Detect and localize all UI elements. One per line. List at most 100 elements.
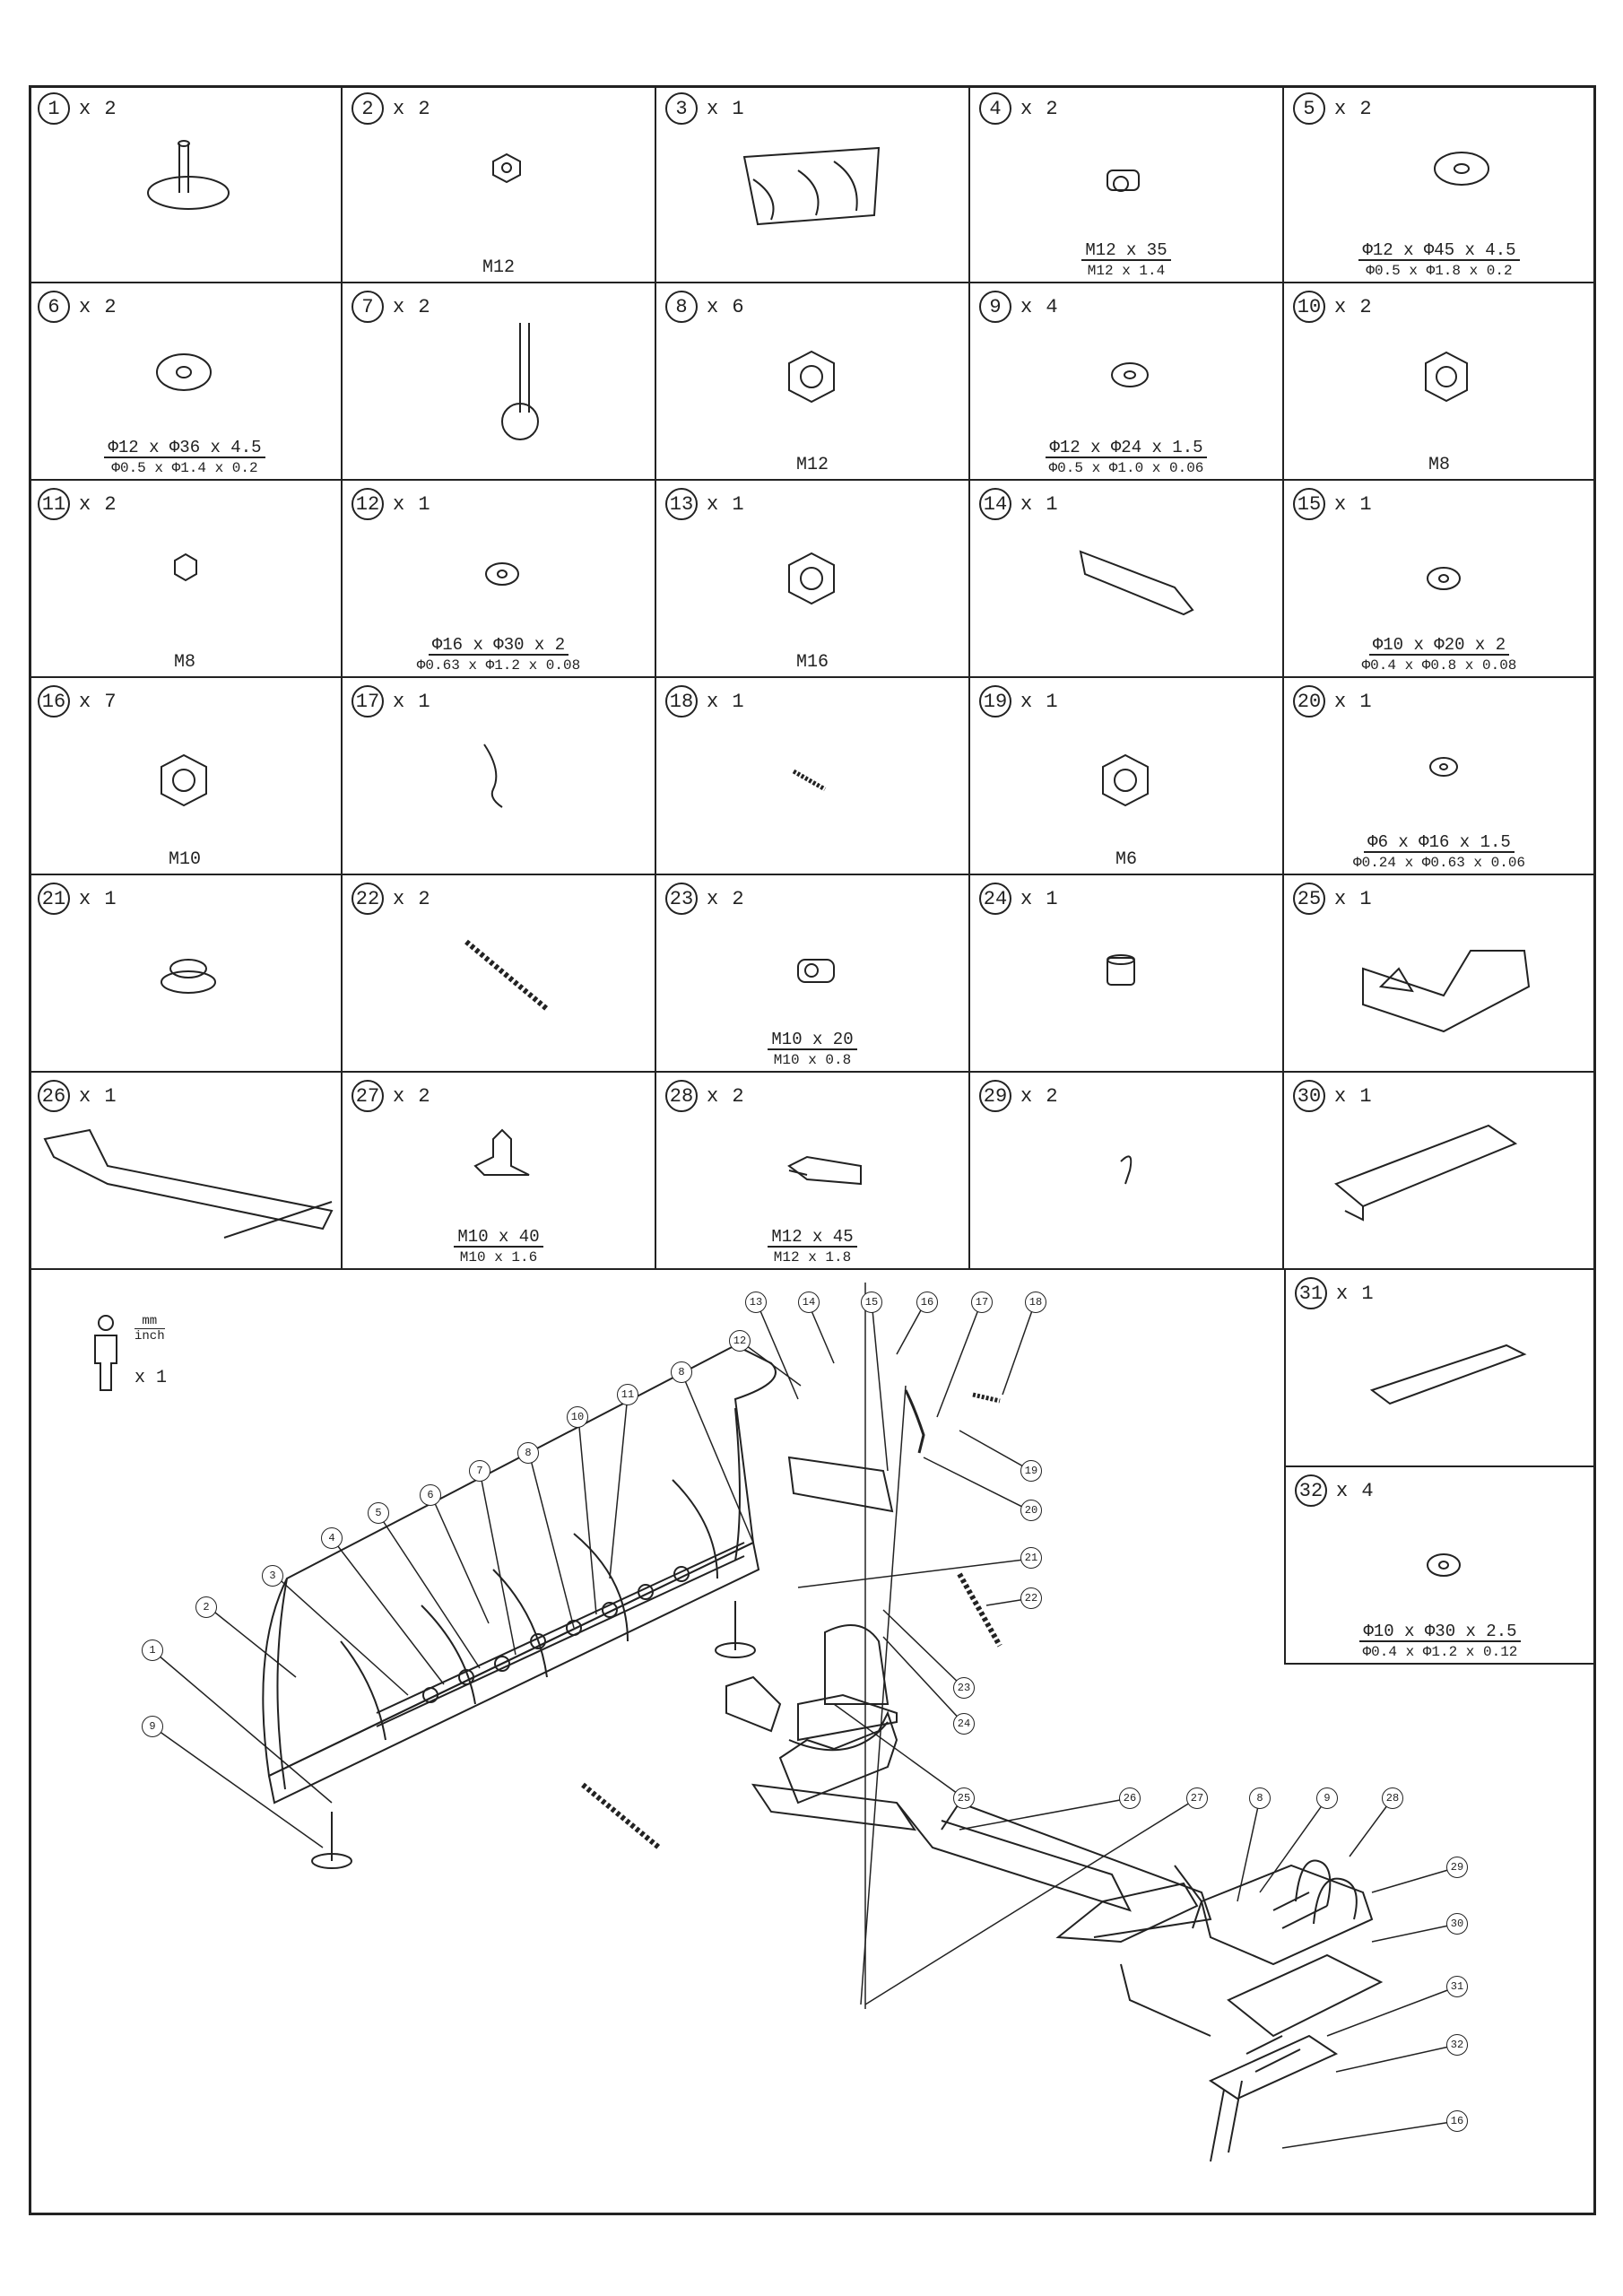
part-quantity: x 4 — [1020, 295, 1059, 318]
spec-metric: M10 x 40 — [454, 1228, 543, 1248]
callout-marker: 29 — [1446, 1857, 1468, 1878]
pivot-bracket-assembly — [725, 1389, 925, 1805]
spec-imperial: Φ0.4 x Φ1.2 x 0.12 — [1362, 1644, 1518, 1660]
part-cell-29: 29 x 2 — [970, 1073, 1284, 1270]
part-number: 28 — [665, 1080, 698, 1112]
callout-marker: 5 — [368, 1502, 389, 1524]
part-size: M8 — [1428, 455, 1450, 475]
callout-marker: 8 — [517, 1442, 539, 1464]
part-size: M12 — [795, 455, 829, 475]
part-quantity: x 1 — [1334, 887, 1373, 910]
part-quantity: x 2 — [707, 887, 745, 910]
spec-imperial: Φ0.5 x Φ1.0 x 0.06 — [1048, 460, 1204, 476]
callout-marker: 15 — [861, 1292, 882, 1313]
spec-metric: M12 x 45 — [768, 1228, 857, 1248]
part-number: 12 — [352, 488, 384, 520]
part-quantity: x 1 — [393, 690, 431, 713]
part-number: 9 — [979, 291, 1011, 323]
callout-marker: 1 — [142, 1639, 163, 1661]
callout-marker: 22 — [1020, 1587, 1042, 1609]
plow-blade-assembly — [262, 1344, 777, 1869]
unit-mm: mm — [135, 1314, 165, 1329]
callout-marker: 9 — [142, 1716, 163, 1737]
part-size: M16 — [795, 652, 829, 673]
callout-marker: 6 — [420, 1484, 441, 1506]
unit-inch: inch — [135, 1329, 165, 1344]
spec-metric: M10 x 20 — [768, 1031, 857, 1050]
part-cell-17: 17 x 1 — [343, 678, 656, 875]
part-number: 7 — [352, 291, 384, 323]
part-quantity: x 1 — [1020, 887, 1059, 910]
part-quantity: x 1 — [707, 97, 745, 120]
persons-count: x 1 — [135, 1368, 168, 1388]
part-number: 1 — [38, 92, 70, 125]
part-quantity: x 1 — [79, 1084, 117, 1108]
part-number: 29 — [979, 1080, 1011, 1112]
part-number: 31 — [1295, 1277, 1327, 1309]
callout-marker: 21 — [1020, 1547, 1042, 1569]
callout-marker: 7 — [469, 1460, 490, 1482]
part-number: 14 — [979, 488, 1011, 520]
part-quantity: x 1 — [707, 690, 745, 713]
callout-marker: 8 — [671, 1361, 692, 1383]
part-size: M12 — [482, 257, 515, 278]
part-quantity: x 1 — [707, 492, 745, 516]
part-number: 17 — [352, 685, 384, 718]
part-size: M6 — [1115, 849, 1137, 870]
part-quantity: x 2 — [79, 295, 117, 318]
part-quantity: x 2 — [1334, 295, 1373, 318]
spec-metric: Φ16 x Φ30 x 2 — [428, 636, 569, 656]
part-number: 16 — [38, 685, 70, 718]
part-number: 19 — [979, 685, 1011, 718]
callout-marker: 16 — [1446, 2110, 1468, 2132]
part-thumbnails — [43, 140, 1531, 1577]
part-quantity: x 7 — [79, 690, 117, 713]
callout-marker: 3 — [262, 1565, 283, 1587]
spec-metric: Φ10 x Φ20 x 2 — [1368, 636, 1510, 656]
callout-marker: 18 — [1025, 1292, 1046, 1313]
part-number: 6 — [38, 291, 70, 323]
callout-marker: 14 — [798, 1292, 820, 1313]
part-quantity: x 1 — [1334, 690, 1373, 713]
part-quantity: x 1 — [79, 887, 117, 910]
spec-metric: Φ10 x Φ30 x 2.5 — [1359, 1622, 1521, 1642]
part-quantity: x 1 — [393, 492, 431, 516]
callout-marker: 11 — [617, 1384, 638, 1405]
spec-imperial: M10 x 1.6 — [459, 1249, 538, 1265]
callout-marker: 20 — [1020, 1500, 1042, 1521]
part-number: 15 — [1293, 488, 1325, 520]
callout-marker: 8 — [1249, 1787, 1271, 1809]
part-quantity: x 2 — [79, 492, 117, 516]
callout-marker: 32 — [1446, 2034, 1468, 2056]
spec-imperial: Φ0.5 x Φ1.8 x 0.2 — [1366, 263, 1513, 279]
part-quantity: x 2 — [393, 1084, 431, 1108]
spec-metric: Φ12 x Φ36 x 4.5 — [104, 439, 265, 458]
part-quantity: x 6 — [707, 295, 745, 318]
part-number: 24 — [979, 883, 1011, 915]
part-number: 10 — [1293, 291, 1325, 323]
part-number: 4 — [979, 92, 1011, 125]
part-cell-10: 10 x 2 M8 — [1284, 283, 1596, 481]
part-quantity: x 2 — [1020, 1084, 1059, 1108]
part-number: 18 — [665, 685, 698, 718]
unit-legend: mm inch x 1 — [88, 1314, 167, 1399]
